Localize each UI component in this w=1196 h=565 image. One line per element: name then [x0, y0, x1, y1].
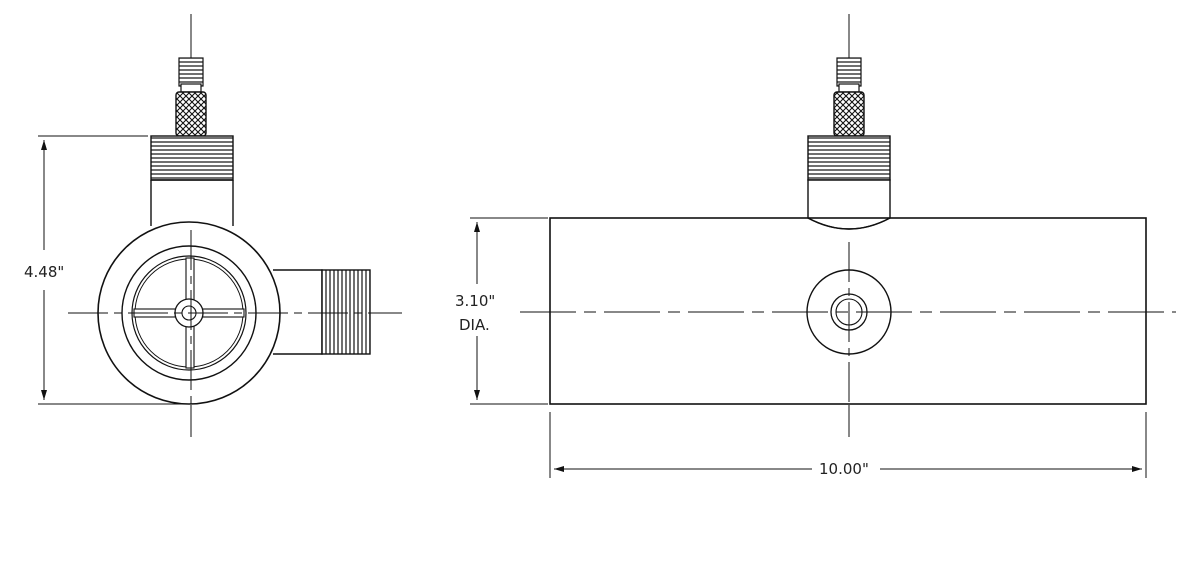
knurled-nut	[175, 91, 207, 137]
side-sensor-collar	[838, 83, 860, 93]
boss-saddle-curve	[807, 217, 891, 230]
side-top-boss	[807, 179, 891, 230]
side-knurled-nut	[833, 91, 865, 137]
sensor-collar	[180, 83, 202, 93]
top-fitting-thread	[150, 135, 234, 181]
side-view: 3.10" DIA. 10.00"	[455, 14, 1176, 478]
side-top-fitting-thread	[807, 135, 891, 181]
side-sensor-tip-thread	[836, 57, 862, 87]
height-dimension-label: 4.48"	[24, 263, 64, 281]
length-dimension-label: 10.00"	[819, 460, 869, 478]
diameter-dimension-value: 3.10"	[455, 292, 495, 310]
top-boss	[150, 179, 234, 226]
diameter-dimension-suffix: DIA.	[459, 316, 490, 334]
side-outlet-thread	[321, 269, 371, 355]
tube-body	[549, 217, 1147, 405]
end-view: 4.48"	[24, 14, 402, 437]
sensor-tip-thread	[178, 57, 204, 87]
